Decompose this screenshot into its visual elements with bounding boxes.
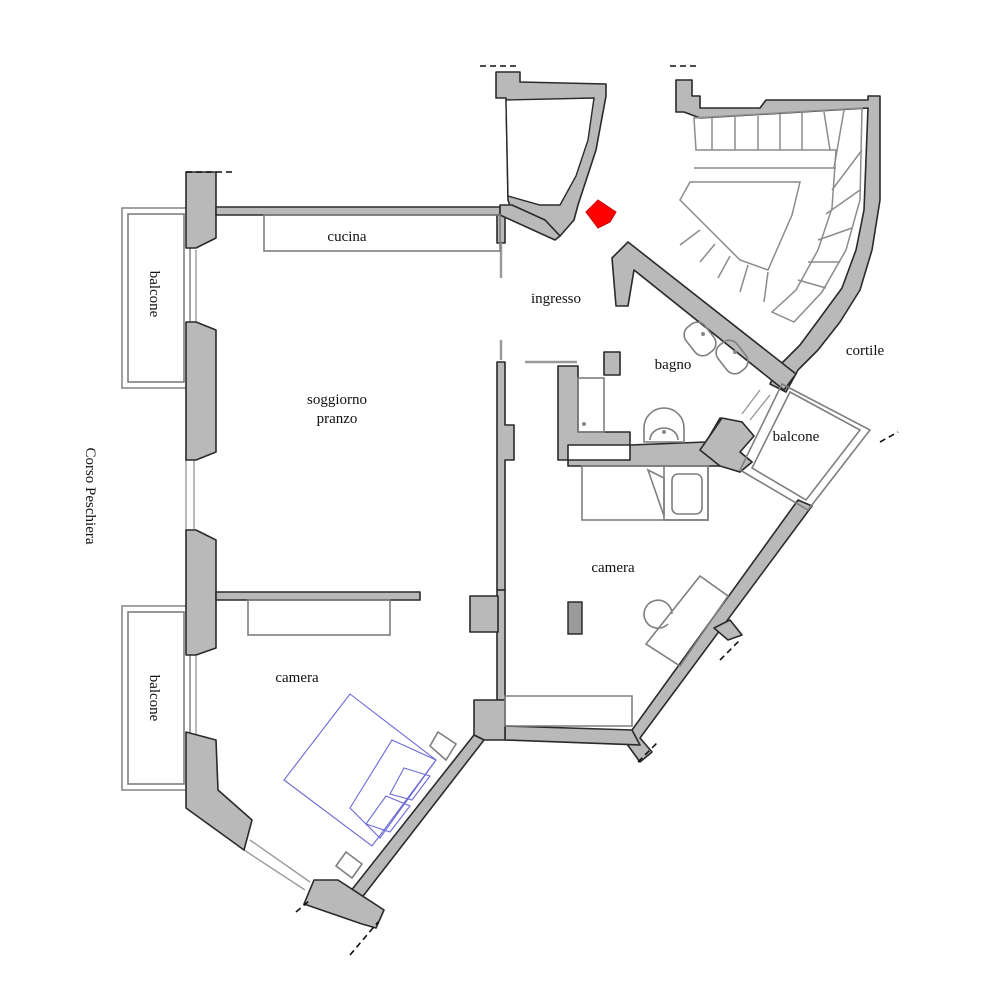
label-balcone-east: balcone bbox=[773, 429, 820, 445]
label-balcone-sud: balcone bbox=[146, 675, 162, 722]
double-bed-icon bbox=[283, 693, 437, 847]
label-pranzo: pranzo bbox=[317, 411, 358, 427]
column bbox=[567, 601, 583, 635]
label-ingresso: ingresso bbox=[531, 291, 581, 307]
section-cut-marks bbox=[186, 65, 899, 956]
desk-chair-icon bbox=[643, 574, 730, 668]
label-camera-ovest: camera bbox=[275, 670, 319, 686]
wardrobe-camera-est bbox=[504, 695, 633, 727]
walls bbox=[185, 71, 881, 929]
shower-icon bbox=[577, 377, 605, 433]
label-cortile: cortile bbox=[846, 343, 885, 359]
entrance-arrow-icon bbox=[585, 199, 617, 229]
label-street: Corso Peschiera bbox=[82, 447, 98, 544]
bidet-icon bbox=[683, 321, 717, 357]
label-bagno: bagno bbox=[655, 357, 692, 373]
label-balcone-nord: balcone bbox=[146, 271, 162, 318]
sink-icon bbox=[643, 407, 685, 443]
bathtub-icon bbox=[581, 465, 709, 521]
balcony-south bbox=[121, 605, 191, 791]
toilet-icon bbox=[715, 339, 749, 375]
nightstands bbox=[334, 730, 458, 880]
label-soggiorno: soggiorno bbox=[307, 392, 367, 408]
staircase bbox=[679, 107, 863, 323]
kitchen-counter bbox=[263, 214, 501, 252]
label-cucina: cucina bbox=[327, 229, 366, 245]
balcony-east bbox=[738, 382, 872, 512]
west-windows bbox=[185, 250, 311, 891]
wardrobe-living bbox=[247, 599, 391, 636]
label-camera-est: camera bbox=[591, 560, 635, 576]
balcony-north bbox=[121, 207, 191, 389]
